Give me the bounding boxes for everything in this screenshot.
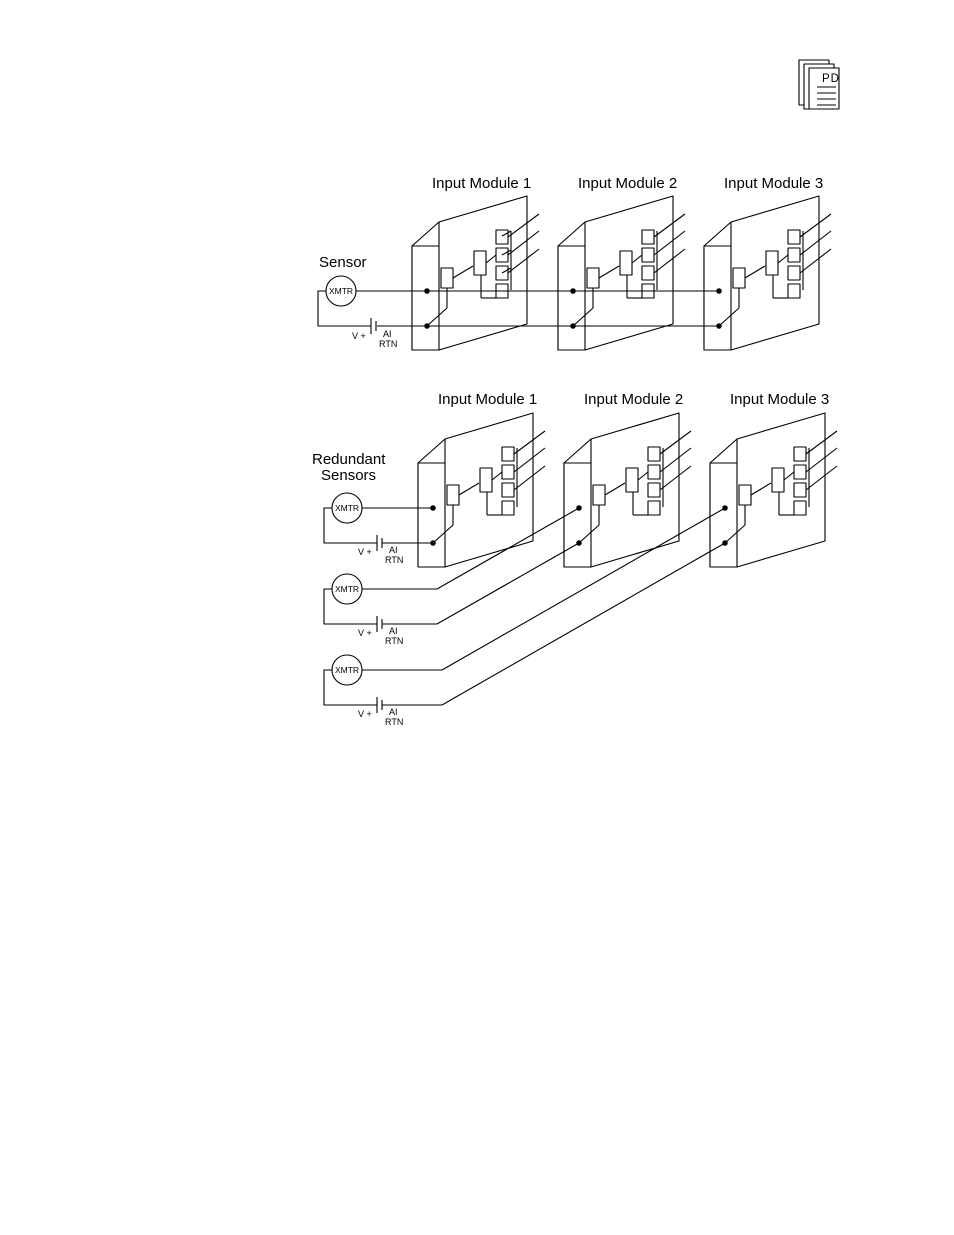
top-diagram: Input Module 1 Input Module 2 Input Modu… bbox=[318, 175, 831, 350]
pd-badge-text: PD bbox=[822, 73, 840, 85]
xmtr-label: XMTR bbox=[335, 665, 359, 675]
bottom-input-module-3 bbox=[710, 413, 837, 567]
bottom-module-1-label: Input Module 1 bbox=[438, 391, 537, 408]
bottom-module-2-label: Input Module 2 bbox=[584, 391, 683, 408]
rtn-label: RTN bbox=[385, 636, 403, 646]
rtn-label: RTN bbox=[385, 717, 403, 727]
bottom-module-3-label: Input Module 3 bbox=[730, 391, 829, 408]
ai-label: AI bbox=[389, 545, 398, 555]
bottom-input-module-2 bbox=[564, 413, 691, 567]
v-plus-label: V + bbox=[358, 547, 372, 557]
ai-label: AI bbox=[389, 626, 398, 636]
bottom-diagram: Input Module 1 Input Module 2 Input Modu… bbox=[312, 391, 837, 727]
top-input-module-1 bbox=[412, 196, 539, 350]
top-xmtr-sensor: XMTR V + AI RTN bbox=[318, 276, 397, 349]
xmtr-label: XMTR bbox=[335, 584, 359, 594]
top-input-module-3 bbox=[704, 196, 831, 350]
v-plus-label: V + bbox=[358, 628, 372, 638]
top-module-3-label: Input Module 3 bbox=[724, 175, 823, 192]
sensors-label: Sensors bbox=[321, 467, 376, 484]
ai-label: AI bbox=[389, 707, 398, 717]
top-module-1-label: Input Module 1 bbox=[432, 175, 531, 192]
v-plus-label: V + bbox=[352, 331, 366, 341]
redundant-label: Redundant bbox=[312, 451, 386, 468]
xmtr-label: XMTR bbox=[335, 503, 359, 513]
bottom-input-module-1 bbox=[418, 413, 545, 567]
sensor-label: Sensor bbox=[319, 254, 367, 271]
rtn-label: RTN bbox=[385, 555, 403, 565]
pd-document-icon: PD bbox=[799, 60, 840, 109]
rtn-label: RTN bbox=[379, 339, 397, 349]
top-module-2-label: Input Module 2 bbox=[578, 175, 677, 192]
xmtr-label: XMTR bbox=[329, 286, 353, 296]
ai-label: AI bbox=[383, 329, 392, 339]
top-input-module-2 bbox=[558, 196, 685, 350]
v-plus-label: V + bbox=[358, 709, 372, 719]
